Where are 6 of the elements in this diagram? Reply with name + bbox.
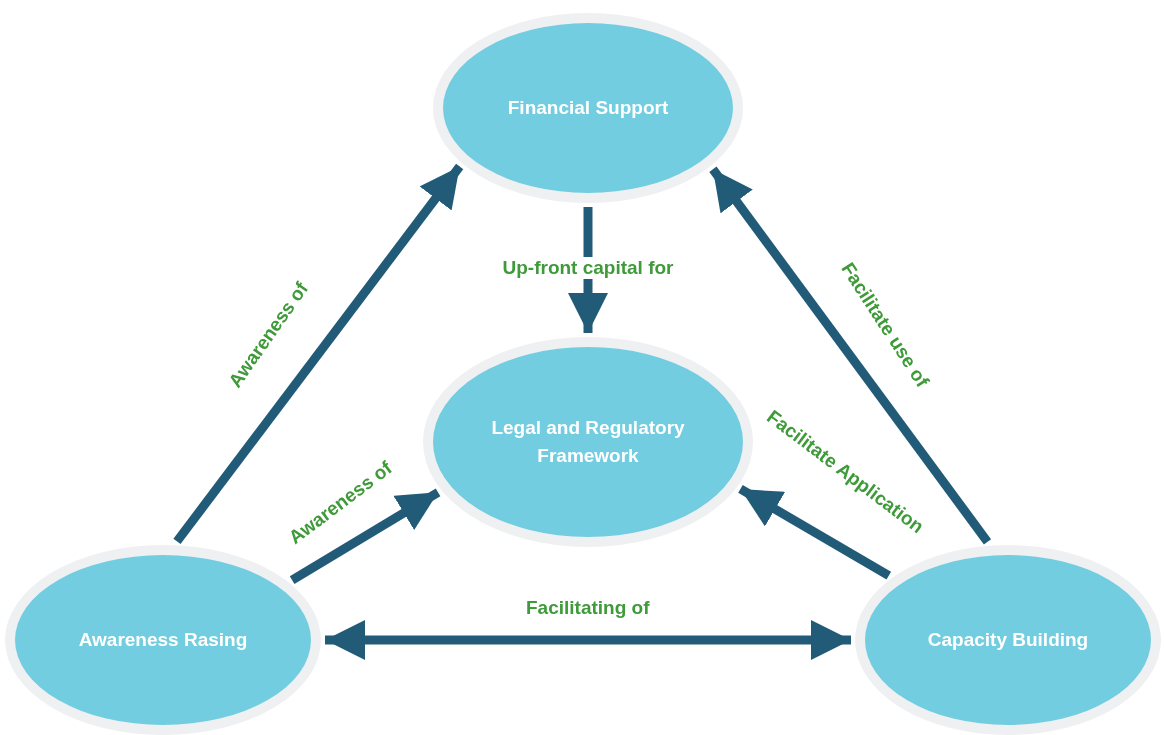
node-label: Awareness Rasing	[77, 628, 249, 653]
node-label: Financial Support	[506, 96, 670, 121]
node-label: Legal and Regulatory Framework	[490, 416, 686, 468]
arrow	[325, 620, 851, 660]
node-label: Capacity Building	[926, 628, 1090, 653]
arrow	[568, 207, 608, 333]
